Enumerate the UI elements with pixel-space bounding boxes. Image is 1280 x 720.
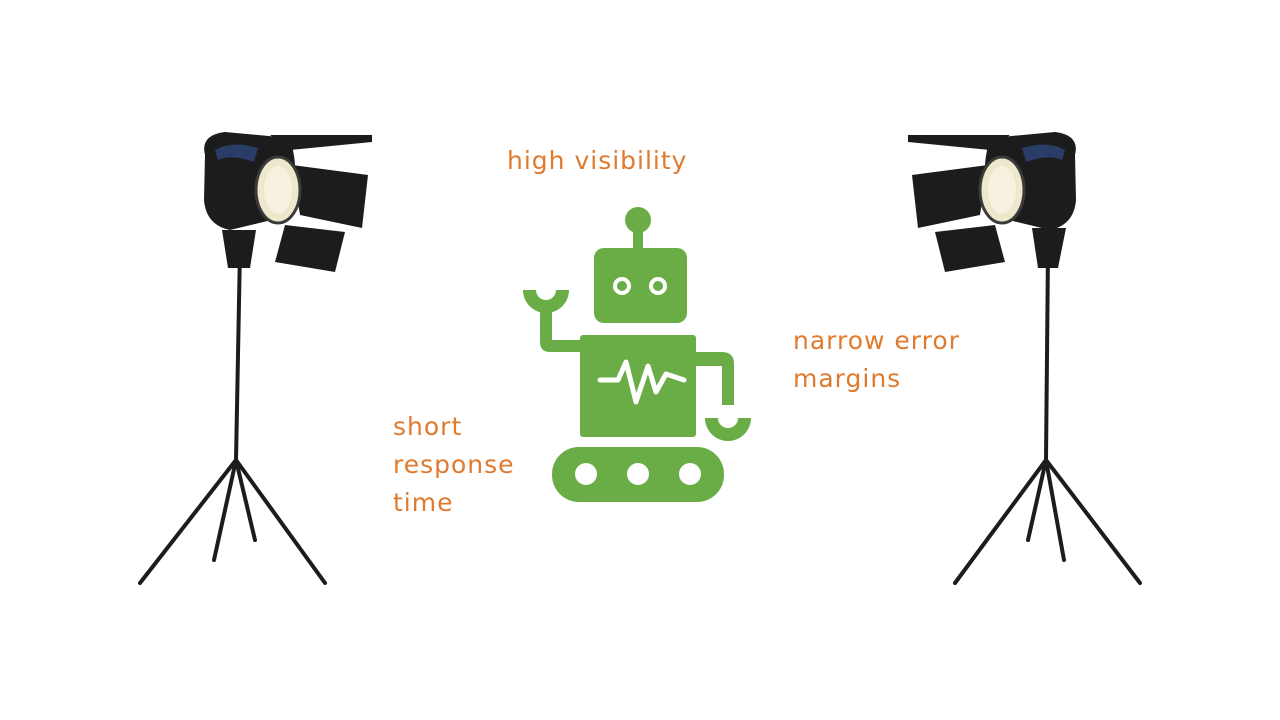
label-short-line-1: short (393, 412, 463, 441)
spotlight-left-icon (138, 132, 372, 585)
label-short-response-time: short response time (393, 408, 515, 522)
robot-icon (523, 207, 751, 502)
spotlight-right-icon (908, 132, 1142, 585)
label-narrow-error-margins: narrow error margins (793, 322, 960, 398)
label-narrow-line-1: narrow error (793, 326, 960, 355)
label-narrow-line-2: margins (793, 364, 902, 393)
label-short-line-2: response (393, 450, 515, 479)
label-high-visibility-line: high visibility (507, 146, 688, 175)
label-high-visibility: high visibility (507, 142, 687, 180)
label-short-line-3: time (393, 488, 454, 517)
